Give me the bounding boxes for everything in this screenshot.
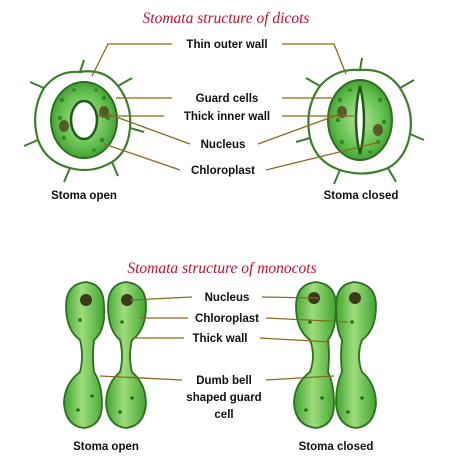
monocot-closed-nucleus-right [349, 292, 361, 304]
dicot-closed-nucleus-2 [373, 124, 383, 136]
monocot-closed-chloroplasts [304, 320, 364, 414]
dicot-closed-cell-walls [295, 57, 425, 185]
label-thin-outer-wall: Thin outer wall [186, 39, 267, 51]
monocot-leader-lines [99, 296, 349, 381]
label-dicot-stoma-open: Stoma open [51, 190, 117, 202]
monocot-open-stoma [63, 281, 147, 429]
monocot-open-guard-cell-left [63, 281, 106, 429]
monocot-open-guard-cell-right [105, 281, 147, 429]
dicot-open-chloroplasts [57, 88, 111, 152]
label-dicot-nucleus: Nucleus [201, 139, 246, 151]
dicot-closed-nucleus [337, 106, 347, 118]
dicot-closed-stoma [295, 57, 425, 185]
label-thick-inner-wall: Thick inner wall [184, 111, 270, 123]
monocot-open-nucleus-left [80, 294, 92, 306]
label-dicot-chloroplast: Chloroplast [191, 165, 255, 177]
dicot-closed-pore [354, 85, 366, 155]
dicot-open-nucleus-2 [59, 120, 69, 132]
label-thick-wall: Thick wall [193, 333, 248, 345]
label-monocot-nucleus: Nucleus [205, 292, 250, 304]
monocot-open-nucleus-right [121, 294, 133, 306]
label-dumb-bell-line1: Dumb bell [196, 375, 252, 387]
label-monocot-chloroplast: Chloroplast [195, 313, 259, 325]
dicot-open-cell-walls [23, 59, 145, 183]
monocot-closed-stoma [293, 281, 377, 429]
label-monocot-stoma-open: Stoma open [73, 441, 139, 453]
label-dumb-bell-line2: shaped guard [186, 392, 261, 404]
monocot-closed-guard-cell-right [335, 281, 377, 429]
monocot-open-chloroplasts [76, 318, 134, 414]
label-monocot-stoma-closed: Stoma closed [299, 441, 374, 453]
dicot-leader-lines [91, 43, 381, 171]
dicot-open-pore [69, 99, 99, 141]
label-dumb-bell-line3: cell [214, 409, 233, 421]
label-dicot-stoma-closed: Stoma closed [324, 190, 399, 202]
monocot-closed-guard-cell-left [293, 281, 337, 429]
monocots-title: Stomata structure of monocots [127, 260, 316, 277]
dicot-open-nucleus [99, 106, 109, 118]
dicot-open-stoma [23, 59, 145, 183]
dicots-title: Stomata structure of dicots [143, 10, 310, 27]
label-guard-cells: Guard cells [196, 93, 259, 105]
